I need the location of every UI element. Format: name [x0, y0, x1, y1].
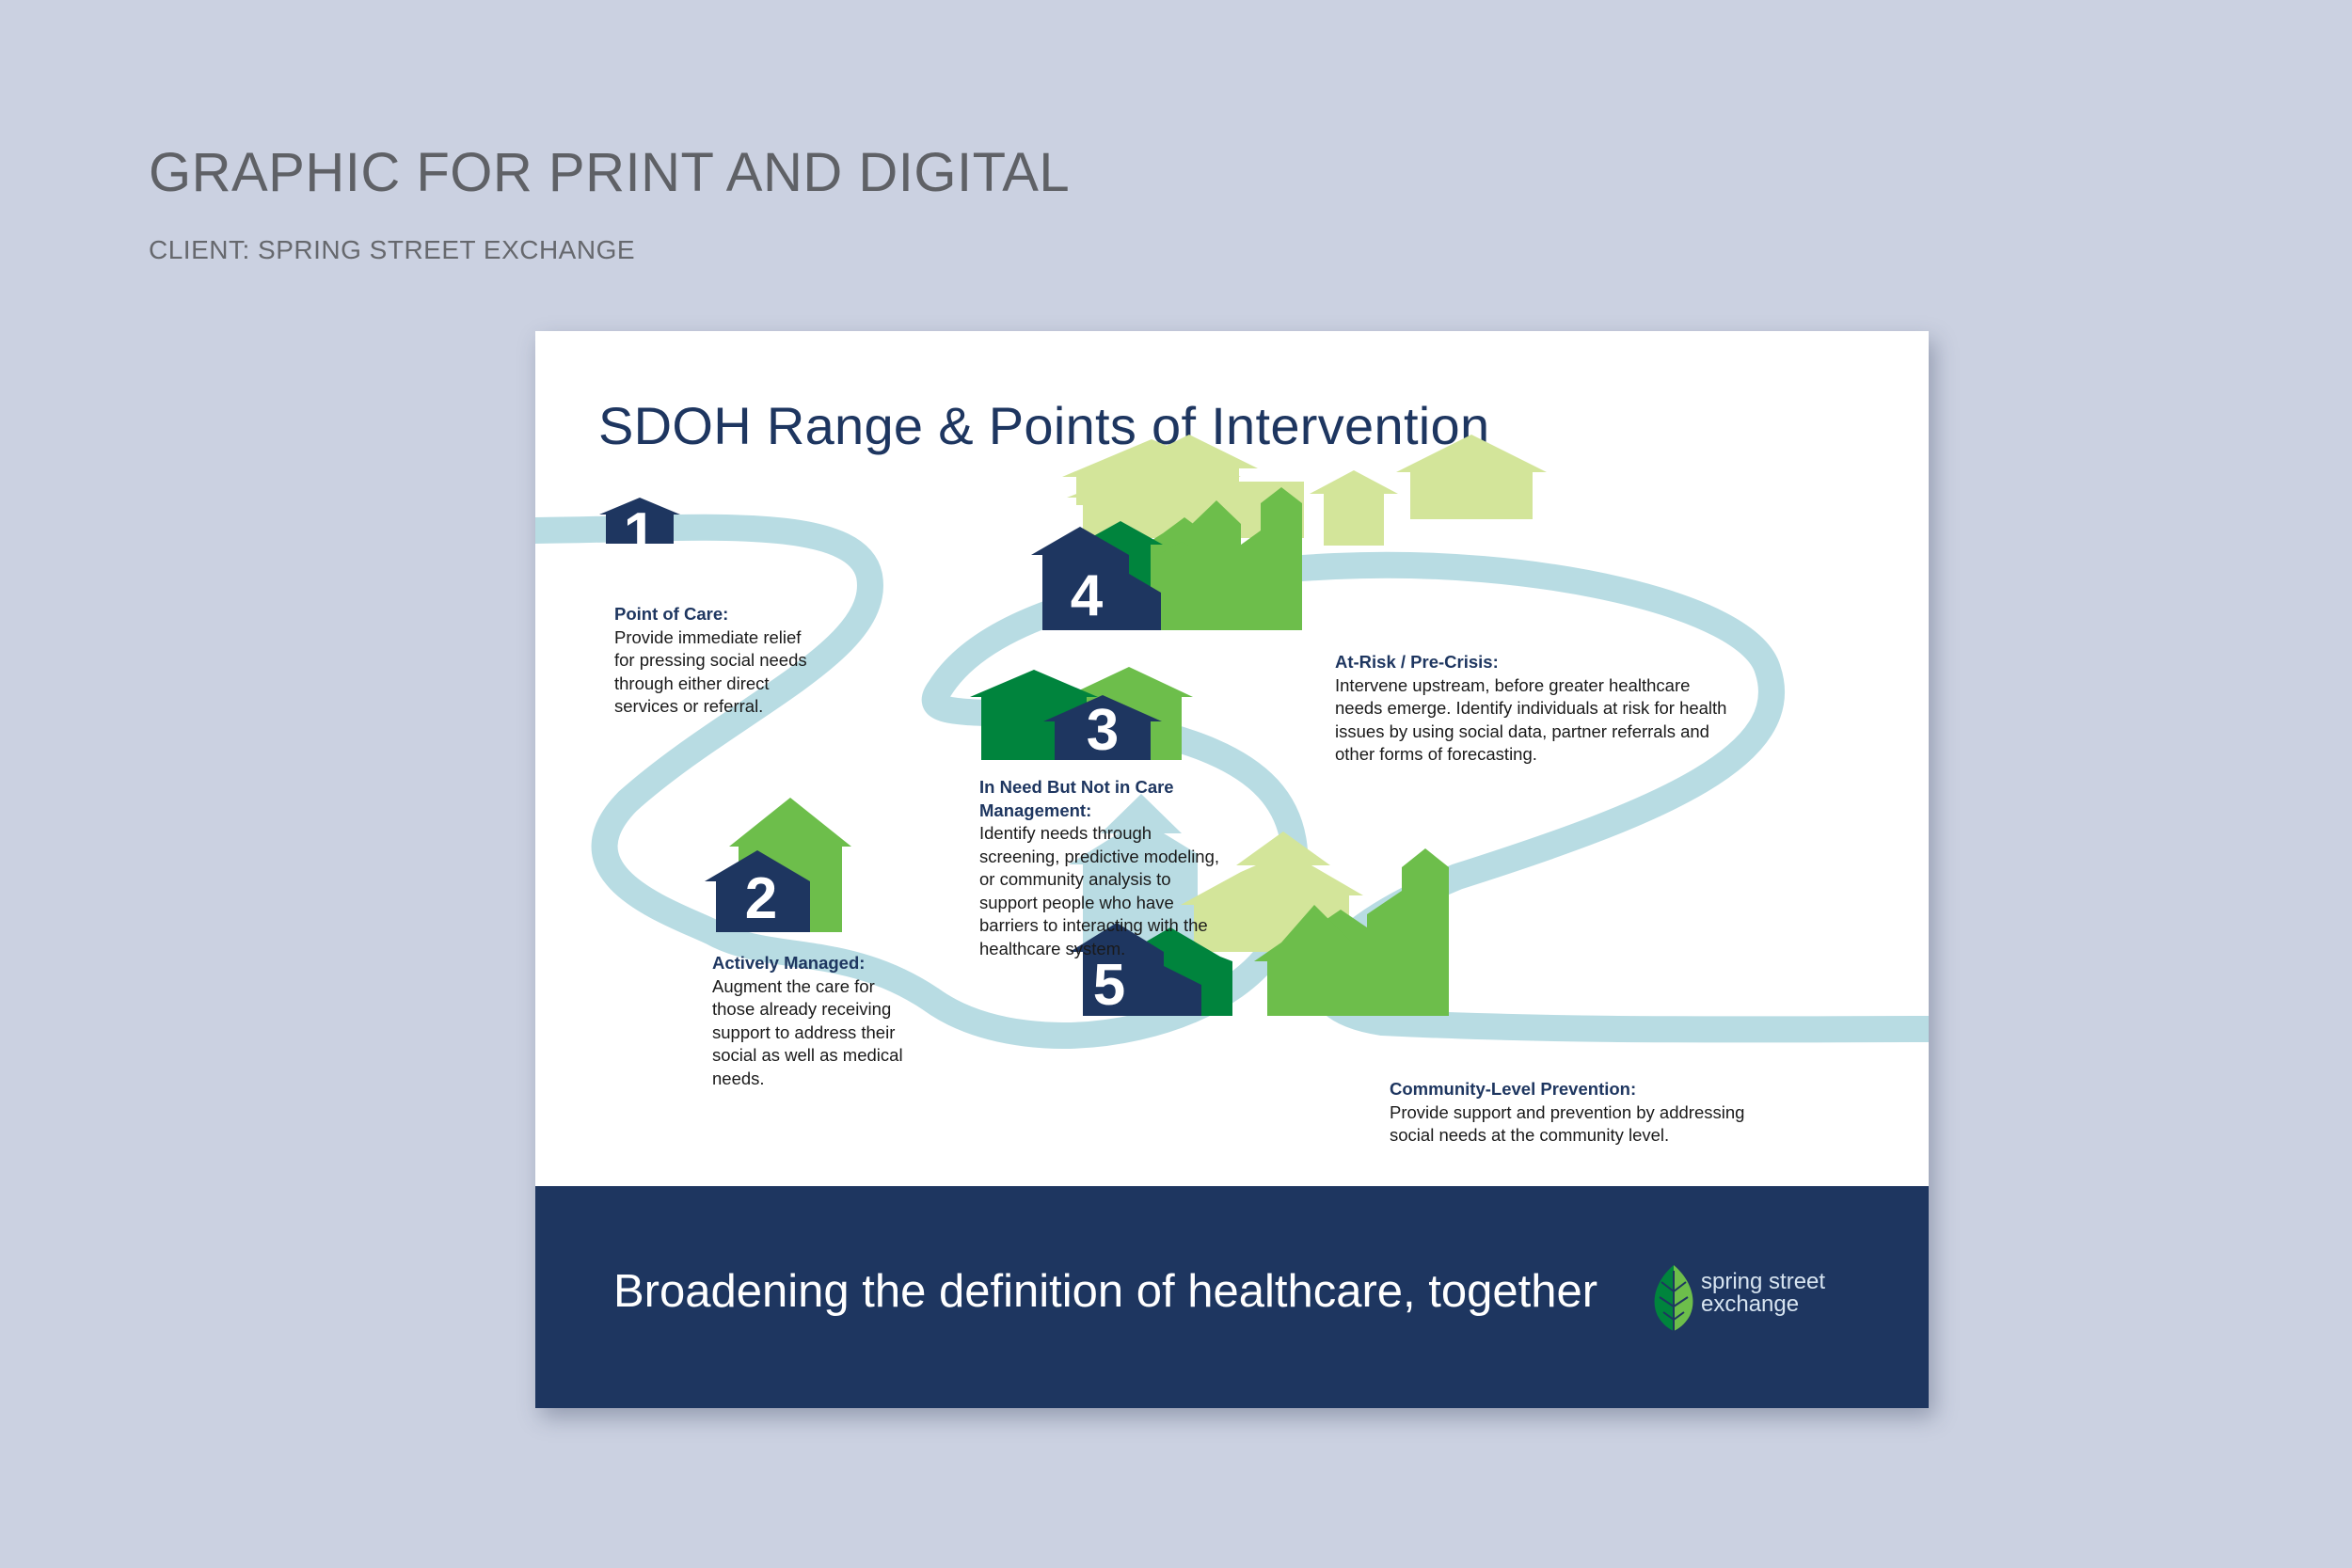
- house-icon-2a: [705, 850, 810, 932]
- step-1-title: Point of Care:: [614, 604, 729, 624]
- house-icon-4-green-b: [1133, 487, 1302, 630]
- step-number-4: 4: [1071, 563, 1104, 628]
- house-icon-1: [599, 498, 680, 544]
- step-3-title: In Need But Not in Care Management:: [979, 777, 1174, 820]
- infographic-card: SDOH Range & Points of Intervention 1 2 …: [535, 331, 1929, 1408]
- step-number-2: 2: [745, 866, 777, 931]
- step-1-text: Provide immediate relief for pressing so…: [614, 626, 807, 717]
- infographic-artwork: 1 2 3: [535, 435, 1929, 1049]
- step-4-text: Intervene upstream, before greater healt…: [1335, 674, 1727, 765]
- step-3-description: In Need But Not in Care Management: Iden…: [979, 776, 1232, 960]
- house-icon-3c: [1043, 695, 1162, 760]
- spring-street-logo: spring street exchange: [1650, 1263, 1838, 1338]
- house-cluster-5: 5: [1069, 794, 1449, 1018]
- house-icon-4-pale-back: [1067, 435, 1304, 538]
- step-number-1: 1: [624, 501, 656, 566]
- step-4-title: At-Risk / Pre-Crisis:: [1335, 652, 1499, 672]
- card-footer: Broadening the definition of healthcare,…: [535, 1186, 1929, 1408]
- house-icon-5-green-b: [1254, 905, 1352, 1016]
- house-icon-5-lightblue: [1069, 794, 1198, 954]
- logo-line-2: exchange: [1701, 1291, 1800, 1317]
- house-icon-4-navy: [1031, 527, 1161, 630]
- client-label: CLIENT: SPRING STREET EXCHANGE: [149, 235, 636, 264]
- step-1-description: Point of Care: Provide immediate relief …: [614, 603, 821, 719]
- step-4-description: At-Risk / Pre-Crisis: Intervene upstream…: [1335, 651, 1728, 767]
- house-icon-4d: [1396, 435, 1547, 519]
- logo-wordmark: spring street exchange: [1701, 1271, 1825, 1316]
- step-2-title: Actively Managed:: [712, 953, 866, 973]
- house-group-2: 2: [705, 798, 851, 932]
- step-5-description: Community-Level Prevention: Provide supp…: [1390, 1078, 1775, 1148]
- house-icon-4-green-c: [1178, 500, 1241, 630]
- house-cluster-4: 4: [1031, 435, 1398, 630]
- page-heading: GRAPHIC FOR PRINT AND DIGITAL: [149, 142, 1071, 203]
- step-2-description: Actively Managed: Augment the care for t…: [712, 952, 914, 1090]
- step-number-3: 3: [1087, 698, 1119, 763]
- step-2-text: Augment the care for those already recei…: [712, 975, 903, 1088]
- leaf-logo-icon: [1654, 1265, 1693, 1331]
- infographic-title: SDOH Range & Points of Intervention: [598, 396, 1490, 455]
- house-group-3: 3: [970, 667, 1193, 763]
- step-5-text: Provide support and prevention by addres…: [1390, 1101, 1745, 1146]
- house-group-1: 1: [599, 498, 680, 566]
- house-icon-4-pale-right: [1310, 470, 1398, 546]
- tagline: Broadening the definition of healthcare,…: [613, 1266, 1598, 1317]
- house-icon-5-navy: [1070, 923, 1201, 1016]
- step-5-title: Community-Level Prevention:: [1390, 1079, 1637, 1099]
- step-3-text: Identify needs through screening, predic…: [979, 823, 1220, 958]
- logo-line-1: spring street: [1701, 1269, 1826, 1294]
- step-number-5: 5: [1093, 953, 1125, 1018]
